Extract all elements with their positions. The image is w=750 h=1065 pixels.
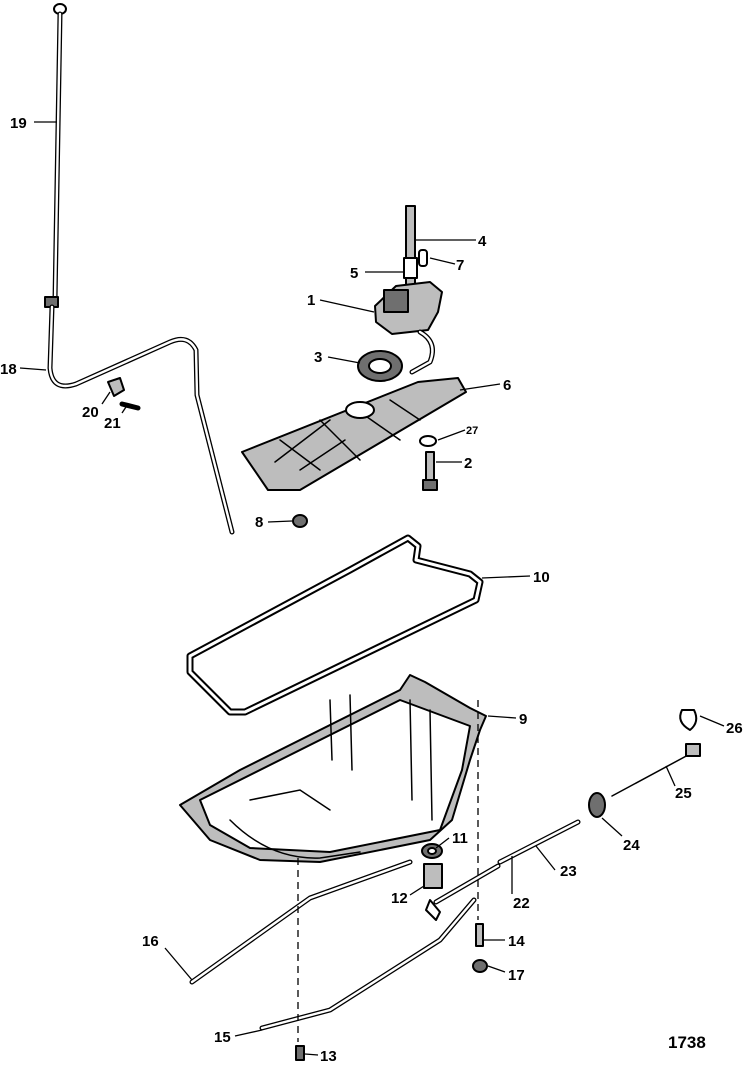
callout-24: 24	[623, 837, 640, 854]
callout-13: 13	[320, 1048, 337, 1065]
tray-bolt	[422, 451, 438, 491]
callout-21: 21	[104, 415, 121, 432]
callout-14: 14	[508, 933, 525, 950]
callout-12: 12	[391, 890, 408, 907]
callout-20: 20	[82, 404, 99, 421]
callout-10: 10	[533, 569, 550, 586]
drain-hose	[433, 863, 501, 905]
drain-tube	[497, 819, 581, 865]
callout-1: 1	[307, 292, 315, 309]
clip-screw	[119, 401, 141, 411]
tray-nut	[292, 514, 308, 528]
stud	[475, 923, 484, 947]
callout-18: 18	[0, 361, 17, 378]
callout-27: 27	[466, 425, 478, 437]
callout-3: 3	[314, 349, 322, 366]
oil-pan	[179, 674, 487, 863]
nut	[472, 959, 488, 973]
figure-number: 1738	[668, 1033, 706, 1052]
callout-26: 26	[726, 720, 743, 737]
callout-11: 11	[452, 830, 468, 847]
callout-15: 15	[214, 1029, 231, 1046]
pickup-screen	[357, 350, 403, 382]
dipstick	[52, 3, 67, 303]
windage-tray	[241, 377, 467, 491]
callout-2: 2	[464, 455, 472, 472]
pan-rail-left	[189, 859, 413, 985]
dipstick-tube	[44, 296, 235, 535]
pump-pin	[418, 249, 428, 267]
washer	[419, 435, 437, 447]
callout-9: 9	[519, 711, 527, 728]
oil-sender	[611, 743, 701, 797]
fitting-seal	[588, 792, 606, 818]
callout-8: 8	[255, 514, 263, 531]
pan-rail-right	[259, 897, 477, 1031]
drain-plug	[423, 863, 443, 921]
callout-23: 23	[560, 863, 577, 880]
callout-22: 22	[513, 895, 530, 912]
oil-pump	[374, 281, 443, 375]
callout-4: 4	[478, 233, 487, 250]
leader-lines	[19, 121, 725, 1056]
callout-25: 25	[675, 785, 692, 802]
oil-pan-gasket	[186, 534, 484, 716]
callout-16: 16	[142, 933, 159, 950]
callout-5: 5	[350, 265, 358, 282]
callout-19: 19	[10, 115, 27, 132]
drain-washer	[421, 843, 443, 859]
callout-7: 7	[456, 257, 464, 274]
tube-clip	[107, 377, 125, 397]
retaining-clip	[679, 709, 698, 731]
callout-17: 17	[508, 967, 525, 984]
pan-bolt	[295, 1045, 305, 1061]
callout-6: 6	[503, 377, 511, 394]
